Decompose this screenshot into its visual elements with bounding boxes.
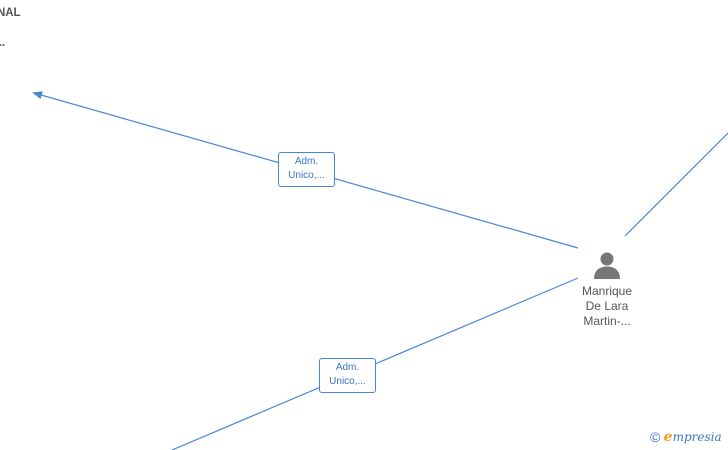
- company-label-line-1: ONAL: [0, 7, 21, 19]
- person-node[interactable]: Manrique De Lara Martin-...: [566, 250, 648, 329]
- company-label-line-2: S: [0, 21, 48, 36]
- person-name-line-1: Manrique: [581, 284, 633, 298]
- company-label-line-3: S...: [0, 37, 6, 49]
- edge-role-label-line-2: Unico,...: [288, 170, 325, 181]
- edge-role-label-line-2: Unico,...: [329, 376, 366, 387]
- person-name: Manrique De Lara Martin-...: [566, 284, 648, 329]
- empresia-watermark: © empresia: [650, 429, 722, 449]
- edge-role-label[interactable]: Adm. Unico,...: [278, 152, 335, 187]
- edge-role-label-line-1: Adm.: [294, 156, 319, 167]
- edge-role-label[interactable]: Adm. Unico,...: [319, 358, 376, 393]
- brand-logo-letter: e: [663, 429, 673, 445]
- company-node-label[interactable]: ONAL S S...: [0, 6, 48, 51]
- person-name-line-3: Martin-...: [583, 314, 631, 328]
- brand-logo-text: mpresia: [672, 430, 722, 444]
- edge-role-label-line-1: Adm.: [335, 362, 360, 373]
- edge-line-to-right: [624, 132, 728, 237]
- copyright-icon: ©: [650, 429, 661, 445]
- person-name-line-2: De Lara: [585, 299, 629, 313]
- person-icon: [594, 252, 620, 279]
